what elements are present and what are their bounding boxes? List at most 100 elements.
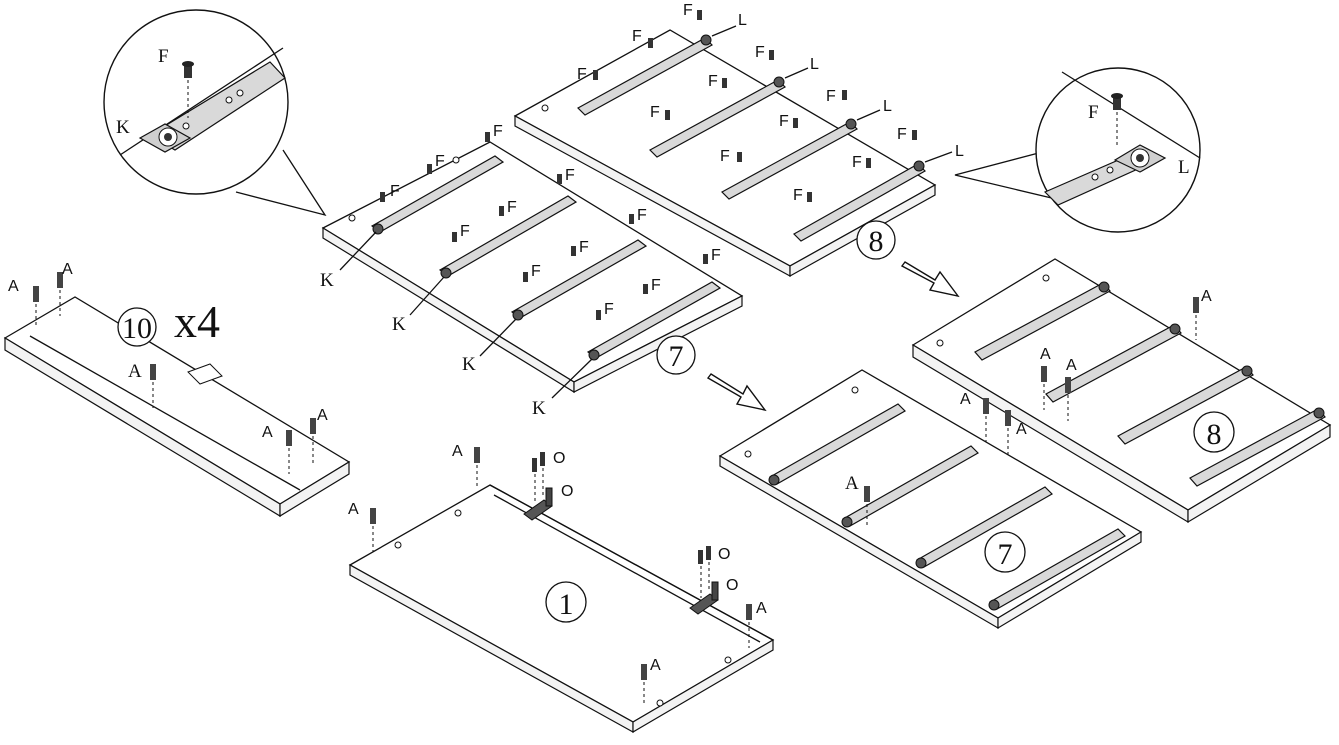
dowel-label: A	[452, 443, 463, 460]
screw-label: F	[779, 113, 789, 130]
bracket-label: O	[553, 450, 565, 467]
part-number-8: 8	[1207, 418, 1222, 451]
screw-label: F	[711, 247, 721, 264]
dowel-icon	[1041, 366, 1047, 382]
screw-icon	[793, 118, 798, 128]
screw-icon	[557, 174, 562, 184]
screw-label: F	[793, 187, 803, 204]
runner-k	[586, 281, 722, 361]
part-number-10: 10	[122, 312, 152, 345]
screw-icon	[452, 232, 457, 242]
screw-icon	[912, 130, 917, 140]
runner-label: L	[810, 56, 819, 73]
screw-icon	[1111, 93, 1123, 110]
screw-icon	[596, 310, 601, 320]
screw-icon	[665, 110, 670, 120]
screw-icon	[698, 550, 703, 564]
screw-icon	[703, 254, 708, 264]
screw-label: F	[579, 239, 589, 256]
screw-label: F	[460, 223, 470, 240]
runner-label: K	[320, 270, 334, 291]
screw-icon	[532, 458, 537, 472]
screw-icon	[866, 158, 871, 168]
dowel-label: A	[845, 473, 859, 494]
screw-label: F	[826, 88, 836, 105]
arrow-icon	[706, 373, 767, 412]
dowel-icon	[286, 430, 292, 446]
screw-label: F	[493, 123, 503, 140]
callout-l-pointer	[954, 149, 1061, 201]
part-badge-10	[117, 307, 157, 347]
screw-icon	[648, 38, 653, 48]
screw-label: F	[604, 301, 614, 318]
screw-icon	[571, 246, 576, 256]
runner-label: L	[738, 12, 747, 29]
runner-label: L	[955, 143, 964, 160]
dowel-label: A	[1201, 288, 1212, 305]
screw-icon	[769, 50, 774, 60]
screw-label: F	[632, 28, 642, 45]
panel-8-upper: F F F F F F F F F F F F L L L L 8	[513, 2, 964, 278]
screw-icon	[706, 546, 711, 560]
part-badge-7	[984, 531, 1026, 573]
screw-icon	[523, 272, 528, 282]
runner-l	[577, 34, 713, 116]
part-badge-8	[1193, 411, 1235, 453]
screw-icon	[643, 284, 648, 294]
runner-label: L	[883, 98, 892, 115]
dowel-icon	[310, 418, 316, 434]
callout-l-circle	[1035, 67, 1201, 233]
screw-icon	[722, 78, 727, 88]
screw-label: F	[507, 199, 517, 216]
dowel-label: A	[756, 600, 767, 617]
screw-icon	[737, 152, 742, 162]
panel-8-assembled: A A A 8	[911, 258, 1332, 524]
dowel-label: A	[8, 278, 19, 295]
screw-icon	[540, 452, 545, 466]
bracket-label: O	[726, 577, 738, 594]
runner-l	[721, 118, 858, 200]
dowel-label: A	[317, 407, 328, 424]
screw-label: F	[852, 154, 862, 171]
screw-label: F	[683, 2, 693, 19]
dowel-label: A	[1066, 357, 1077, 374]
dowel-label: A	[650, 657, 661, 674]
callout-l-screw-label: F	[1088, 102, 1099, 123]
dowel-label: A	[62, 261, 73, 278]
dowel-icon	[33, 286, 39, 302]
dowel-icon	[1193, 297, 1199, 313]
runner-k	[510, 239, 648, 321]
screw-label: F	[708, 73, 718, 90]
callout-k-circle	[103, 9, 289, 195]
dowel-icon	[1065, 377, 1071, 393]
screw-label: F	[720, 148, 730, 165]
screw-icon	[380, 192, 385, 202]
part-badge-7	[656, 335, 696, 375]
panel-7-assembled: A A A 7	[718, 369, 1143, 630]
part-number-1: 1	[559, 588, 574, 621]
panel-1: O O O O A A A A 1	[348, 443, 775, 734]
dowel-icon	[1005, 410, 1011, 426]
bracket-o	[689, 581, 719, 615]
screw-label: F	[650, 104, 660, 121]
runner-label: K	[392, 314, 406, 335]
dowel-icon	[983, 398, 989, 414]
quantity-label: x4	[174, 296, 220, 347]
screw-label: F	[435, 153, 445, 170]
screw-label: F	[637, 207, 647, 224]
screw-label: F	[651, 277, 661, 294]
dowel-icon	[641, 664, 647, 680]
part-number-8: 8	[869, 225, 884, 258]
callout-l-runner-label: L	[1178, 157, 1190, 178]
dowel-label: A	[960, 391, 971, 408]
bracket-label: O	[718, 546, 730, 563]
runner-k	[438, 195, 578, 279]
screw-icon	[499, 206, 504, 216]
dowel-label: A	[128, 361, 142, 382]
panel-7-upper: F F F F F F F F F F F F K K K K 7	[320, 123, 744, 419]
dowel-icon	[746, 604, 752, 620]
runner-l	[793, 160, 926, 242]
screw-icon	[697, 10, 702, 20]
screw-label: F	[531, 263, 541, 280]
